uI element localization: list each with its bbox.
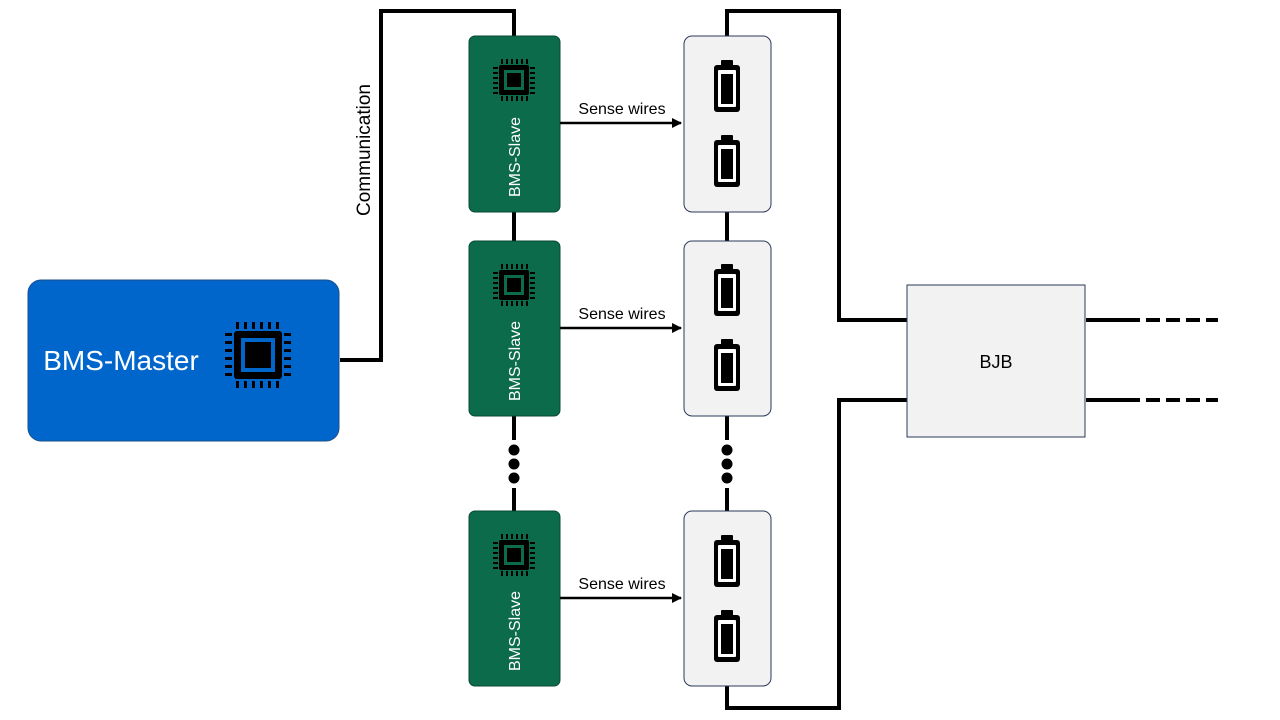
module-ellipsis (721, 444, 733, 484)
slave-ellipsis (508, 444, 520, 484)
bms-slave-label: BMS-Slave (507, 117, 524, 197)
communication-wire (340, 9, 516, 511)
bjb-block: BJB (906, 284, 1086, 438)
sense-wire-arrow: Sense wires (560, 101, 682, 128)
battery-cell-icon (714, 135, 740, 187)
communication-label: Communication (354, 84, 375, 216)
battery-cell-icon (714, 535, 740, 587)
sense-wires-label: Sense wires (578, 576, 665, 593)
sense-wires-label: Sense wires (578, 101, 665, 118)
bms-master-label: BMS-Master (43, 345, 199, 376)
bms-slave-label: BMS-Slave (507, 591, 524, 671)
battery-module (683, 510, 772, 687)
battery-cell-icon (714, 264, 740, 316)
bms-slave-block: BMS-Slave (468, 35, 561, 213)
power-wire (725, 9, 1218, 710)
bms-slave-block: BMS-Slave (468, 240, 561, 417)
microcontroller-icon (225, 322, 291, 388)
bms-slave-block: BMS-Slave (468, 510, 561, 687)
bms-slave-label: BMS-Slave (507, 321, 524, 401)
battery-module (683, 240, 772, 417)
battery-cell-icon (714, 339, 740, 391)
sense-wire-arrow: Sense wires (560, 306, 682, 333)
bms-master-block: BMS-Master (27, 279, 340, 442)
sense-wire-arrow: Sense wires (560, 576, 682, 603)
battery-cell-icon (714, 610, 740, 662)
bjb-label: BJB (979, 352, 1012, 372)
battery-cell-icon (714, 60, 740, 112)
battery-module (683, 35, 772, 213)
sense-wires-label: Sense wires (578, 306, 665, 323)
